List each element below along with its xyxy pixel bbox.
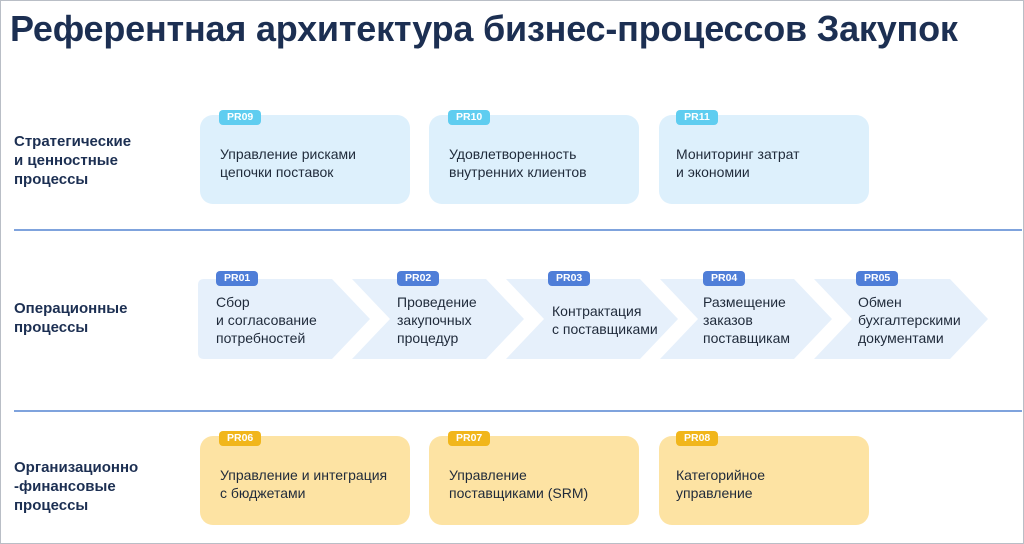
card-text: Категорийное управление xyxy=(676,466,765,502)
chevron-step-pr02 xyxy=(352,279,524,359)
process-code-badge: PR05 xyxy=(856,271,899,286)
step-text-line: потребностей xyxy=(216,330,306,346)
step-text-line: с поставщиками xyxy=(552,321,658,337)
card-text-line: Управление и интеграция xyxy=(220,467,388,483)
process-code-badge: PR09 xyxy=(219,110,262,125)
card-text-line: поставщиками (SRM) xyxy=(449,485,589,501)
step-text-line: Проведение xyxy=(397,294,477,310)
process-code-badge: PR02 xyxy=(397,271,440,286)
card-text-line: внутренних клиентов xyxy=(449,164,587,180)
row-label-line: процессы xyxy=(14,171,89,188)
card-text-line: Управление рисками xyxy=(220,146,356,162)
step-text-line: бухгалтерскими xyxy=(858,312,961,328)
card-text-line: и экономии xyxy=(676,164,750,180)
row-divider xyxy=(14,410,1022,412)
chevron-step-pr05 xyxy=(814,279,988,359)
card-text: Управление рисками цепочки поставок xyxy=(220,145,356,181)
step-text-line: поставщикам xyxy=(703,330,791,346)
row-label-line: процессы xyxy=(14,319,89,336)
step-text: Контрактация с поставщиками xyxy=(552,302,658,338)
chevron-step-pr03 xyxy=(506,279,678,359)
card-text: Управление поставщиками (SRM) xyxy=(449,466,588,502)
row-label-line: и ценностные xyxy=(14,152,118,169)
process-card-pr10: Удовлетворенность внутренних клиентов xyxy=(429,115,639,204)
process-card-pr09: Управление рисками цепочки поставок xyxy=(200,115,410,204)
card-text: Мониторинг затрат и экономии xyxy=(676,145,800,181)
step-text-line: Обмен xyxy=(858,294,902,310)
process-code-badge: PR04 xyxy=(703,271,746,286)
step-text-line: и согласование xyxy=(216,312,317,328)
card-text-line: Мониторинг затрат xyxy=(676,146,800,162)
row-label-operational: Операционные процессы xyxy=(14,299,127,337)
card-text-line: Удовлетворенность xyxy=(449,146,577,162)
step-text-line: Сбор xyxy=(216,294,250,310)
chevron-step-pr01 xyxy=(198,279,370,359)
card-text-line: Управление xyxy=(449,467,527,483)
card-text-line: управление xyxy=(676,485,753,501)
step-text-line: процедур xyxy=(397,330,459,346)
row-label-line: -финансовые xyxy=(14,478,116,495)
step-text-line: Размещение xyxy=(703,294,786,310)
step-text-line: закупочных xyxy=(397,312,472,328)
page-title: Референтная архитектура бизнес-процессов… xyxy=(10,8,958,49)
row-label-line: Операционные xyxy=(14,300,128,317)
row-label-strategic: Стратегические и ценностные процессы xyxy=(14,132,131,189)
row-divider xyxy=(14,229,1022,231)
step-text-line: документами xyxy=(858,330,944,346)
card-text: Удовлетворенность внутренних клиентов xyxy=(449,145,587,181)
process-code-badge: PR01 xyxy=(216,271,259,286)
step-text: Сбор и согласование потребностей xyxy=(216,293,317,347)
chevron-step-pr04 xyxy=(660,279,832,359)
process-code-badge: PR03 xyxy=(548,271,591,286)
row-label-line: процессы xyxy=(14,497,89,514)
card-text-line: цепочки поставок xyxy=(220,164,334,180)
row-label-organizational: Организационно -финансовые процессы xyxy=(14,458,138,515)
process-card-pr06: Управление и интеграция с бюджетами xyxy=(200,436,410,525)
process-card-pr08: Категорийное управление xyxy=(659,436,869,525)
step-text-line: заказов xyxy=(703,312,753,328)
step-text: Обмен бухгалтерскими документами xyxy=(858,293,961,347)
process-code-badge: PR07 xyxy=(448,431,491,446)
card-text-line: Категорийное xyxy=(676,467,765,483)
process-card-pr11: Мониторинг затрат и экономии xyxy=(659,115,869,204)
row-label-line: Организационно xyxy=(14,459,139,476)
process-card-pr07: Управление поставщиками (SRM) xyxy=(429,436,639,525)
row-label-line: Стратегические xyxy=(14,133,132,150)
process-code-badge: PR11 xyxy=(676,110,718,125)
process-code-badge: PR06 xyxy=(219,431,262,446)
step-text: Размещение заказов поставщикам xyxy=(703,293,790,347)
card-text-line: с бюджетами xyxy=(220,485,306,501)
card-text: Управление и интеграция с бюджетами xyxy=(220,466,387,502)
step-text: Проведение закупочных процедур xyxy=(397,293,477,347)
step-text-line: Контрактация xyxy=(552,303,642,319)
process-code-badge: PR10 xyxy=(448,110,491,125)
process-code-badge: PR08 xyxy=(676,431,719,446)
